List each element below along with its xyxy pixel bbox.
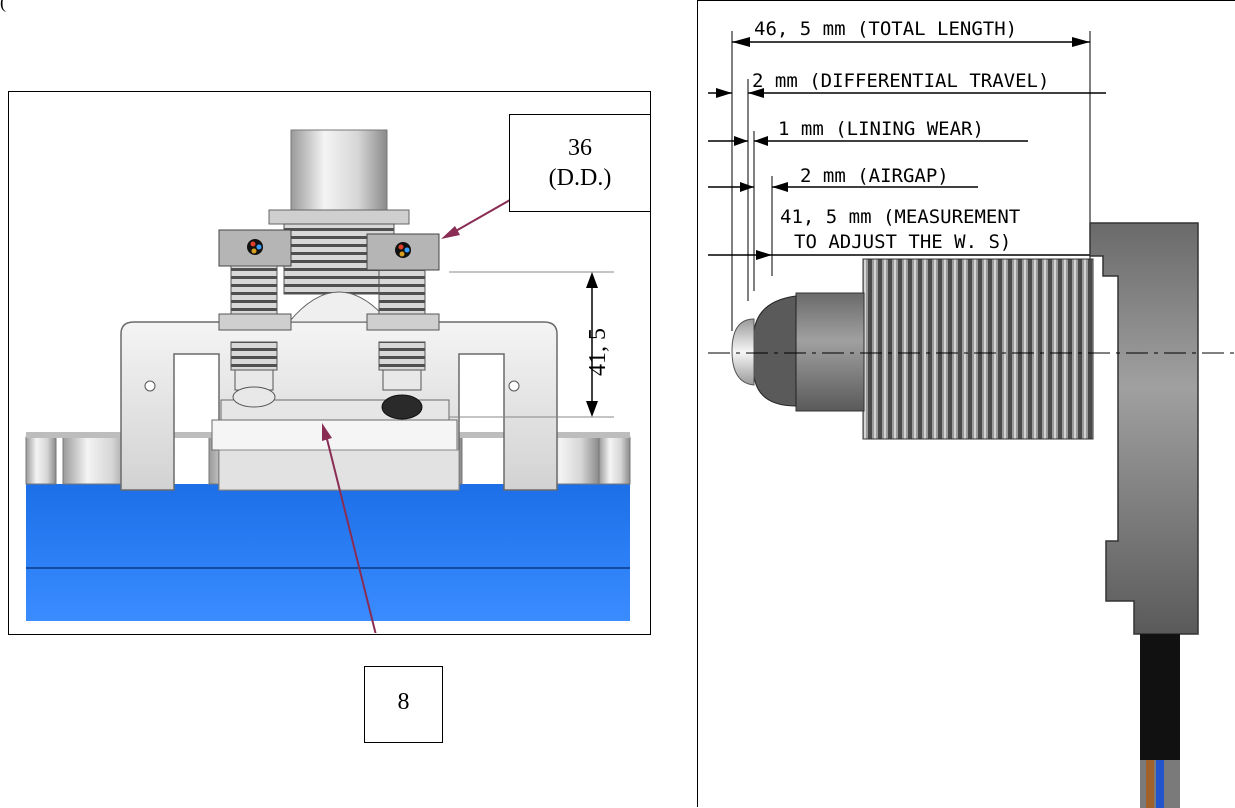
dim-total-length: 46, 5 mm (TOTAL LENGTH) [732,18,1090,47]
dim-label-total: 46, 5 mm (TOTAL LENGTH) [754,18,1017,40]
leader-arrow-36 [441,199,511,239]
dimension-41-5: 41, 5 [449,271,614,418]
callout-8-number: 8 [397,689,410,715]
extension-lines [731,31,1091,331]
dim-differential-travel: 2 mm (DIFFERENTIAL TRAVEL) [708,70,1106,98]
dim-label-measurement-1: 41, 5 mm (MEASUREMENT [780,206,1020,228]
dim-label-lining: 1 mm (LINING WEAR) [778,118,984,140]
threaded-cylinder [862,258,1094,440]
dim-measurement: 41, 5 mm (MEASUREMENT TO ADJUST THE W. S… [708,206,1124,260]
callout-36-dd: 36 (D.D.) [509,114,651,212]
dim-label-differential: 2 mm (DIFFERENTIAL TRAVEL) [752,70,1049,92]
leader-arrow-8 [322,423,377,633]
blue-base [26,484,630,621]
dim-label-measurement-2: TO ADJUST THE W. S) [794,231,1011,253]
tip-face [731,318,755,386]
callout-8: 8 [364,666,443,743]
mounting-block [1089,222,1199,635]
sensor-left [218,229,292,408]
hub-cylinder [290,129,388,217]
cable [1140,634,1180,760]
callout-36-number: 36 [568,135,592,161]
sensor-dimension-drawing: 46, 5 mm (TOTAL LENGTH) 2 mm (DIFFERENTI… [708,18,1234,808]
dimension-label: 41, 5 [585,328,611,376]
tip-cap [753,295,797,407]
disc-plate [211,419,458,451]
sensor-right [366,233,440,420]
dim-label-airgap: 2 mm (AIRGAP) [800,165,949,187]
callout-36-sub: (D.D.) [548,165,612,191]
partial-header-text: ( [0,0,6,12]
dim-airgap: 2 mm (AIRGAP) [708,165,978,192]
right-figure-frame: 46, 5 mm (TOTAL LENGTH) 2 mm (DIFFERENTI… [697,0,1235,808]
dim-lining-wear: 1 mm (LINING WEAR) [708,118,1028,146]
brake-assembly-drawing: 41, 5 [25,129,631,633]
